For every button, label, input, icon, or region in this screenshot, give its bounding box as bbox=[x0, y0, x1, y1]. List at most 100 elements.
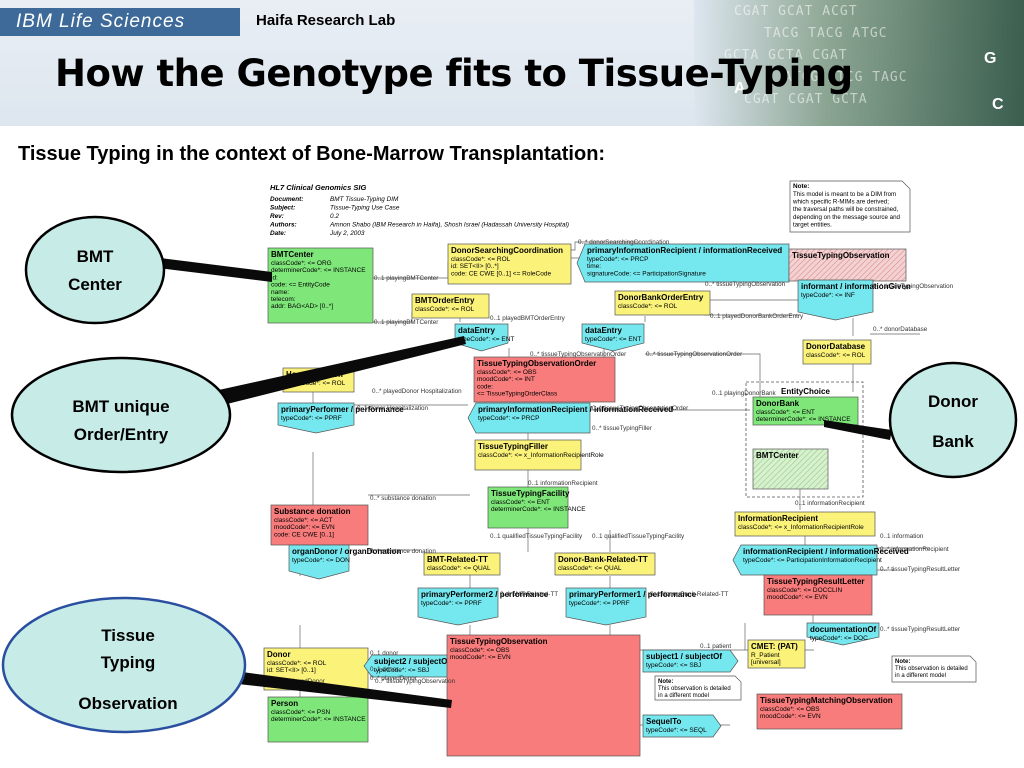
doc-value: Amnon Shabo (IBM Research in Haifa), Sho… bbox=[329, 222, 569, 229]
slide-subtitle: Tissue Typing in the context of Bone-Mar… bbox=[18, 143, 606, 165]
callout-order-entry: BMT unique Order/Entry bbox=[10, 356, 232, 474]
class-attribute: telecom: bbox=[271, 296, 296, 303]
association-label: 0..1 playedBMTOrderEntry bbox=[490, 315, 566, 322]
class-title: primaryPerformer / performance bbox=[281, 405, 404, 414]
class-attribute: addr: BAG<AD> [0..*] bbox=[271, 303, 333, 310]
class-attribute: id: bbox=[271, 274, 278, 281]
class-info-recipient-2: informationRecipient / informationReceiv… bbox=[732, 544, 909, 576]
class-title: Donor-Bank-Related-TT bbox=[558, 555, 648, 564]
class-attribute: typeCode*: <= PPRF bbox=[281, 415, 342, 422]
association-label: 0..1 informationRecipient bbox=[528, 480, 598, 487]
callout-tissue-observation-line: Typing bbox=[101, 653, 155, 672]
entity-choice-frame bbox=[745, 381, 864, 498]
class-attribute: moodCode*: <= EVN bbox=[767, 594, 828, 601]
class-title: informationRecipient / informationReceiv… bbox=[743, 547, 909, 556]
class-tto-order: TissueTypingObservationOrderclassCode*: … bbox=[473, 356, 616, 403]
class-attribute: typeCode*: <= ENT bbox=[458, 336, 514, 343]
association-label: 0..* tissueTypingObservationOrder bbox=[646, 351, 742, 358]
class-title: dataEntry bbox=[458, 326, 495, 335]
class-title: TissueTypingFiller bbox=[478, 442, 548, 451]
association-label: 0..1 qualifiedTissueTypingFacility bbox=[592, 533, 685, 540]
class-attribute: classCode*: <= x_InformationRecipientRol… bbox=[738, 524, 864, 531]
class-attribute: typeCode*: <= ParticipationInformationRe… bbox=[743, 557, 882, 564]
class-title: organDonor / organDonation bbox=[292, 547, 401, 556]
doc-value: July 2, 2003 bbox=[329, 230, 365, 237]
class-attribute: classCode*: <= ROL bbox=[267, 660, 327, 667]
association-label: 0..* tissueTypingObservation bbox=[375, 678, 456, 685]
dna-letter: G bbox=[984, 50, 997, 67]
class-attribute: classCode*: <= ACT bbox=[274, 517, 333, 524]
association-label: 0..1 playingDonorBank bbox=[712, 390, 777, 397]
association-label: 0..* tissueTypingFiller bbox=[592, 425, 652, 432]
doc-value: 0.2 bbox=[330, 213, 339, 220]
class-title: EntityChoice bbox=[781, 387, 830, 396]
association-label: 0..* tissueTypingResultLetter bbox=[880, 566, 960, 573]
class-title: TissueTypingFacility bbox=[491, 489, 570, 498]
association-label: 0..1 bMT-Related-TT bbox=[500, 591, 558, 598]
class-attribute: time: bbox=[587, 263, 601, 270]
class-attribute: R_Patient bbox=[751, 652, 780, 659]
class-title: TissueTypingMatchingObservation bbox=[760, 696, 893, 705]
class-attribute: typeCode*: <= PRCP bbox=[587, 256, 648, 263]
class-title: primaryInformationRecipient / informatio… bbox=[478, 405, 673, 414]
callout-tissue-observation-line: Observation bbox=[78, 694, 177, 713]
class-entity-choice: EntityChoice bbox=[781, 387, 830, 396]
dna-row: CGAT GCAT ACGT bbox=[734, 4, 858, 19]
class-attribute: classCode*: <= ENT bbox=[491, 499, 550, 506]
association-label: 0..1 qualifiedTissueTypingFacility bbox=[490, 533, 583, 540]
class-attribute: <= TissueTypingOrderClass bbox=[477, 391, 558, 398]
class-title: TissueTypingObservation bbox=[450, 637, 548, 646]
class-attribute: moodCode*: <= EVN bbox=[450, 654, 511, 661]
class-primary-performer-2: primaryPerformer2 / performancetypeCode*… bbox=[417, 587, 549, 626]
association-label: 0..* playedDonor Hospitalization bbox=[372, 388, 462, 395]
page-title: How the Genotype fits to Tissue-Typing bbox=[55, 52, 853, 95]
class-title: dataEntry bbox=[585, 326, 622, 335]
class-attribute: name: bbox=[271, 289, 289, 296]
callout-order-entry-line: BMT unique bbox=[72, 397, 169, 416]
class-attribute: code: CE CWE [0..1] bbox=[274, 531, 334, 538]
doc-key: Authors: bbox=[269, 222, 297, 229]
class-title: primaryPerformer1 / performance bbox=[569, 590, 697, 599]
class-attribute: typeCode*: <= SBJ bbox=[374, 667, 429, 674]
callout-donor-bank-line: Donor bbox=[928, 392, 978, 411]
association-label: 0..1 playingBMTCenter bbox=[374, 319, 438, 326]
class-attribute: typeCode*: <= PRCP bbox=[478, 415, 539, 422]
association-label: 0..* playedDonor bbox=[370, 675, 417, 682]
class-attribute: signatureCode: <= ParticipationSignature bbox=[587, 270, 706, 277]
class-attribute: code: CE CWE [0..1] <= RoleCode bbox=[451, 270, 551, 277]
doc-value: BMT Tissue-Typing DIM bbox=[330, 196, 399, 203]
class-attribute: classCode*: <= OBS bbox=[760, 706, 820, 713]
class-attribute: code: <= EntityCode bbox=[271, 282, 330, 289]
header-banner: CGAT GCAT ACGT TACG TACG ATGC GCTA GCTA … bbox=[0, 0, 1024, 126]
class-attribute: classCode*: <= QUAL bbox=[427, 565, 491, 572]
brand-logo: IBM Life Sciences bbox=[0, 8, 240, 36]
doc-key: Document: bbox=[270, 196, 303, 203]
callout-donor-bank: Donor Bank bbox=[888, 361, 1018, 479]
association-label: 0..* substance donation bbox=[370, 495, 436, 502]
doc-key: Subject: bbox=[270, 205, 295, 212]
dna-row: CGAT CGAT GCTA bbox=[744, 92, 868, 107]
class-title: primaryInformationRecipient / informatio… bbox=[587, 246, 782, 255]
dna-row: TACG TACG ATGC bbox=[764, 26, 888, 41]
callout-bmt-center-line: BMT bbox=[77, 247, 114, 266]
class-title: InformationRecipient bbox=[738, 514, 818, 523]
note-top-line: which specific R-MIMs are derived; bbox=[792, 199, 889, 206]
class-attribute: classCode*: <= ROL bbox=[618, 303, 678, 310]
class-title: subject2 / subjectOf bbox=[374, 657, 450, 666]
